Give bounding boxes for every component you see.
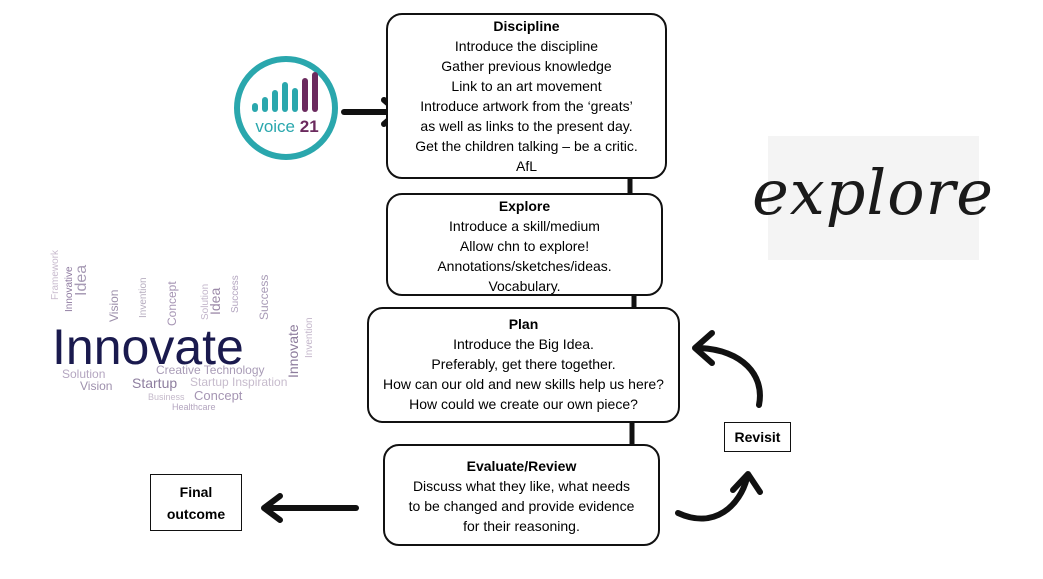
svg-text:Business: Business xyxy=(148,392,185,402)
final-outcome-box: Final outcome xyxy=(150,474,242,531)
arrow-evaluate-to-revisit xyxy=(675,471,763,522)
explore-title: Explore xyxy=(498,198,551,214)
evaluate-line: for their reasoning. xyxy=(463,518,580,534)
svg-text:Idea: Idea xyxy=(73,265,90,296)
innovate-word-cloud: Framework Innovative Idea Vision Inventi… xyxy=(18,249,315,412)
plan-line: How could we create our own piece? xyxy=(409,396,638,412)
svg-text:Vision: Vision xyxy=(80,379,112,393)
evaluate-line: to be changed and provide evidence xyxy=(408,498,635,514)
svg-text:Solution: Solution xyxy=(62,367,105,381)
discipline-line: as well as links to the present day. xyxy=(420,118,633,134)
explore-image: explore xyxy=(752,136,994,260)
voice21-logo-text: voice 21 xyxy=(255,117,318,136)
discipline-title: Discipline xyxy=(493,18,560,34)
explore-line: Allow chn to explore! xyxy=(459,238,590,254)
svg-text:Innovate: Innovate xyxy=(285,324,301,378)
explore-line: Introduce a skill/medium xyxy=(449,218,600,234)
plan-title: Plan xyxy=(508,316,539,332)
svg-text:Success: Success xyxy=(230,275,241,313)
svg-text:Solution: Solution xyxy=(200,284,211,320)
final-outcome-line: outcome xyxy=(166,506,226,522)
explore-image-text: explore xyxy=(752,156,994,229)
svg-text:Vision: Vision xyxy=(107,290,121,322)
discipline-line: Introduce artwork from the ‘greats’ xyxy=(420,98,633,114)
svg-text:Concept: Concept xyxy=(165,281,179,326)
discipline-line: Gather previous knowledge xyxy=(441,58,612,74)
svg-text:Concept: Concept xyxy=(194,388,243,403)
discipline-line: Introduce the discipline xyxy=(454,38,599,54)
svg-text:Idea: Idea xyxy=(207,288,223,315)
svg-text:Invention: Invention xyxy=(138,277,149,318)
svg-text:Creative Technology: Creative Technology xyxy=(156,363,265,377)
plan-line: Introduce the Big Idea. xyxy=(453,336,594,352)
discipline-box: Discipline Introduce the discipline Gath… xyxy=(386,13,667,179)
evaluate-title: Evaluate/Review xyxy=(466,458,577,474)
arrow-revisit-to-plan xyxy=(692,330,763,408)
explore-line: Annotations/sketches/ideas. xyxy=(437,258,612,274)
svg-text:Healthcare: Healthcare xyxy=(172,402,216,412)
voice21-bars-icon xyxy=(252,72,318,112)
revisit-label: Revisit xyxy=(724,422,791,452)
svg-text:Startup: Startup xyxy=(132,375,177,391)
svg-text:Framework: Framework xyxy=(50,249,61,300)
innovate-main-word: Innovate xyxy=(52,319,244,375)
explore-line: Vocabulary. xyxy=(488,278,561,294)
plan-box: Plan Introduce the Big Idea. Preferably,… xyxy=(367,307,680,423)
svg-text:Success: Success xyxy=(257,275,271,320)
final-outcome-line: Final xyxy=(179,484,213,500)
discipline-line: Get the children talking – be a critic. xyxy=(415,138,638,154)
svg-text:Invention: Invention xyxy=(304,317,315,358)
discipline-line: AfL xyxy=(515,158,537,174)
evaluate-line: Discuss what they like, what needs xyxy=(412,478,631,494)
arrow-evaluate-to-final xyxy=(261,493,359,523)
voice21-logo: voice 21 xyxy=(234,56,338,160)
svg-text:Innovative: Innovative xyxy=(64,266,75,312)
explore-box: Explore Introduce a skill/medium Allow c… xyxy=(386,193,663,296)
plan-line: How can our old and new skills help us h… xyxy=(383,376,664,392)
plan-line: Preferably, get there together. xyxy=(431,356,616,372)
svg-text:Startup Inspiration: Startup Inspiration xyxy=(190,375,287,389)
evaluate-box: Evaluate/Review Discuss what they like, … xyxy=(383,444,660,546)
discipline-line: Link to an art movement xyxy=(451,78,602,94)
